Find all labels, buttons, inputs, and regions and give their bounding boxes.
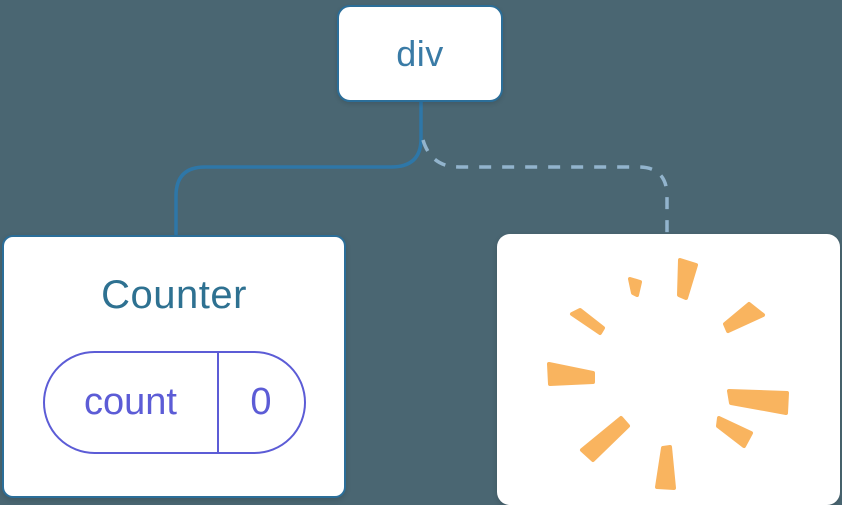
dashed-edge <box>421 139 669 233</box>
poof-ray <box>628 277 642 297</box>
poof-ray <box>655 445 676 490</box>
counter-title: Counter <box>101 273 247 317</box>
state-key-label: count <box>45 353 219 452</box>
poof-ray <box>570 308 605 335</box>
removed-node <box>497 234 840 505</box>
solid-edge <box>174 99 423 236</box>
poof-ray <box>547 362 595 386</box>
poof-ray <box>716 416 753 448</box>
poof-ray <box>723 302 765 333</box>
state-value-label: 0 <box>250 381 272 423</box>
poof-ray <box>727 389 789 415</box>
counter-node: Counter count 0 <box>2 235 346 498</box>
root-node: div <box>337 5 503 102</box>
poof-ray <box>580 416 630 462</box>
poof-icon <box>547 258 789 490</box>
poof-ray <box>677 258 698 300</box>
state-pill: count 0 <box>42 351 306 454</box>
root-node-label: div <box>396 32 444 74</box>
